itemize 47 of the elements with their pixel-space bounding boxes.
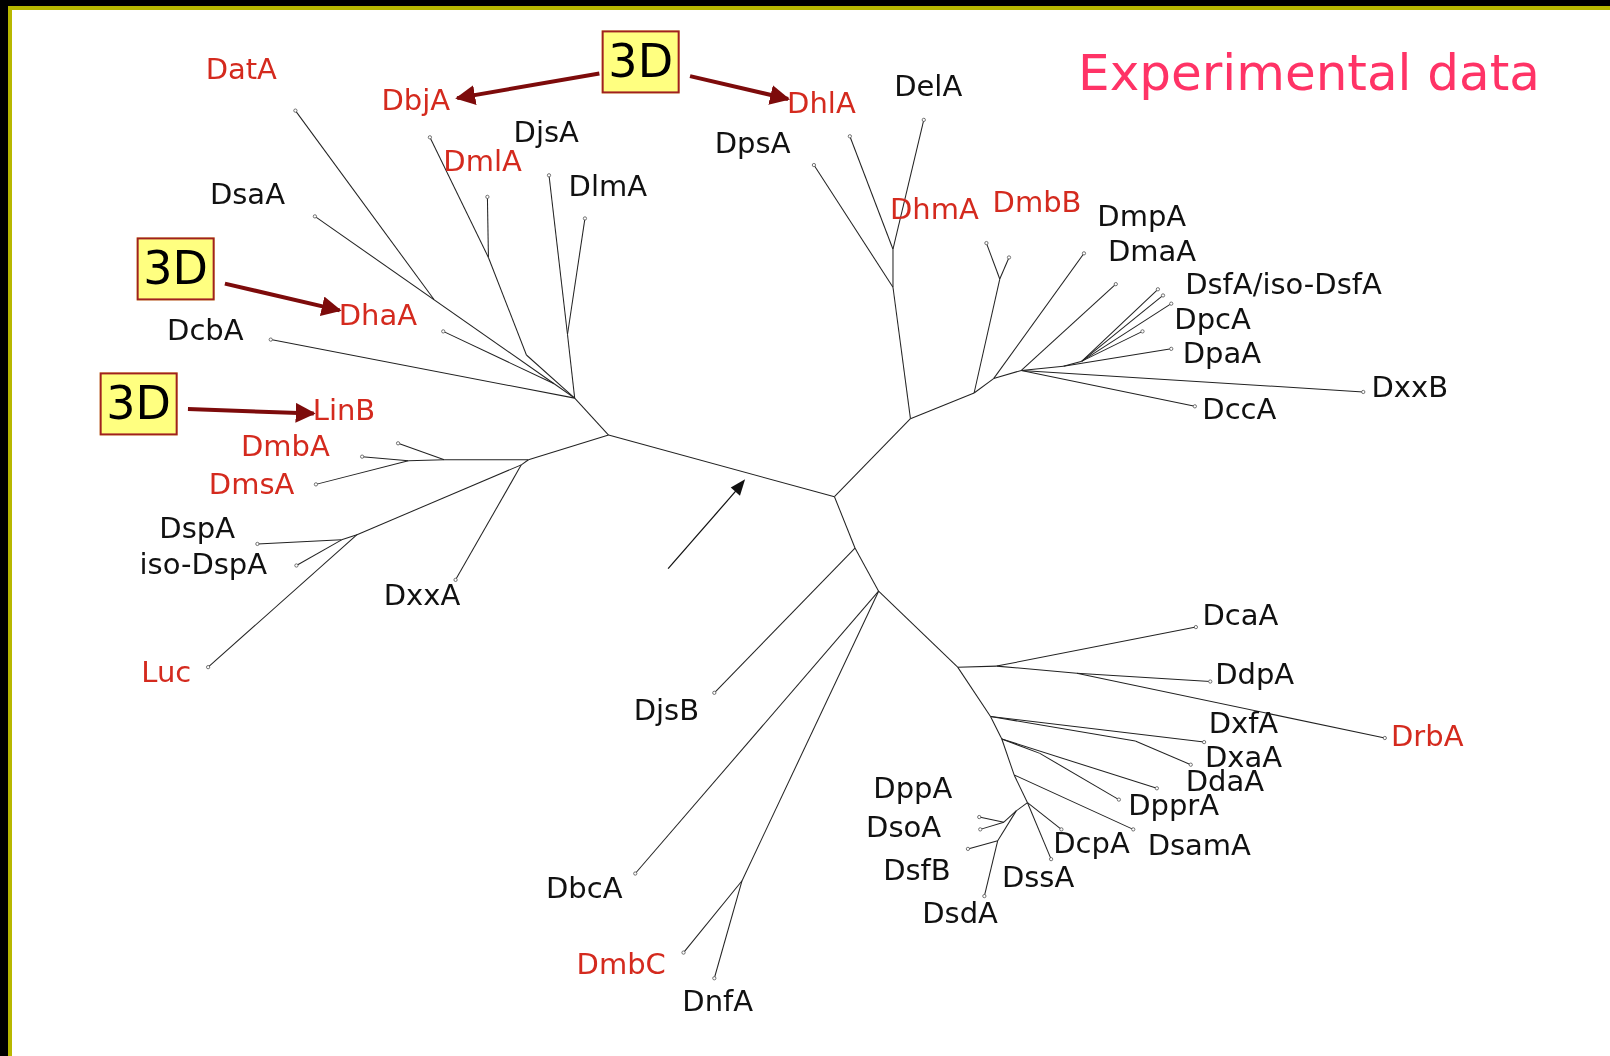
species-label: DlmA [568,170,648,204]
species-label: DsoA [866,810,942,845]
3d-tag: 3D [601,30,681,94]
species-label: DsfA/iso-DsfA [1185,268,1382,303]
species-label: DpcA [1174,303,1251,337]
species-label: DmbA [241,429,330,464]
arrow [455,71,600,105]
species-label: LinB [312,394,376,428]
species-label: DmbC [576,948,666,982]
3d-tag: 3D [136,237,215,301]
species-label: DbjA [381,83,451,118]
species-label: DmpA [1097,199,1187,234]
species-label: DjsB [633,693,700,728]
species-label: DxxA [383,578,461,613]
species-label: DpaA [1182,337,1262,371]
species-label: DdpA [1215,657,1295,692]
species-label: DspA [159,512,235,546]
species-label: DhaA [338,299,417,333]
3d-tag: 3D [99,371,178,436]
species-label: DmaA [1107,234,1197,269]
species-label: iso-DspA [139,548,268,582]
species-label: DbcA [545,872,623,906]
species-label: DmbB [992,186,1082,220]
species-label: DrbA [1390,720,1464,754]
species-label: DhlA [787,87,856,121]
species-label: Luc [141,655,192,690]
species-label: DppA [873,771,953,806]
arrow [187,402,316,423]
title: Experimental data [1078,48,1540,98]
species-label: DmsA [208,467,295,502]
arrow [224,281,342,317]
species-label: DsaA [209,178,285,212]
species-label: DxfA [1208,707,1279,741]
species-label: DccA [1202,393,1277,427]
species-label: DpsA [714,127,791,161]
species-label: DxxB [1371,371,1449,405]
species-label: DelA [894,70,963,104]
species-label: DcaA [1202,599,1279,633]
species-label: DnfA [682,985,754,1019]
species-label: DsamA [1147,829,1251,863]
species-label: DcpA [1053,827,1130,861]
species-label: DssA [1001,861,1075,895]
species-label: DcbA [167,313,244,348]
species-label: DsfB [883,854,951,888]
species-label: DatA [205,53,277,87]
species-label: DsdA [922,897,998,931]
arrow [689,74,791,105]
